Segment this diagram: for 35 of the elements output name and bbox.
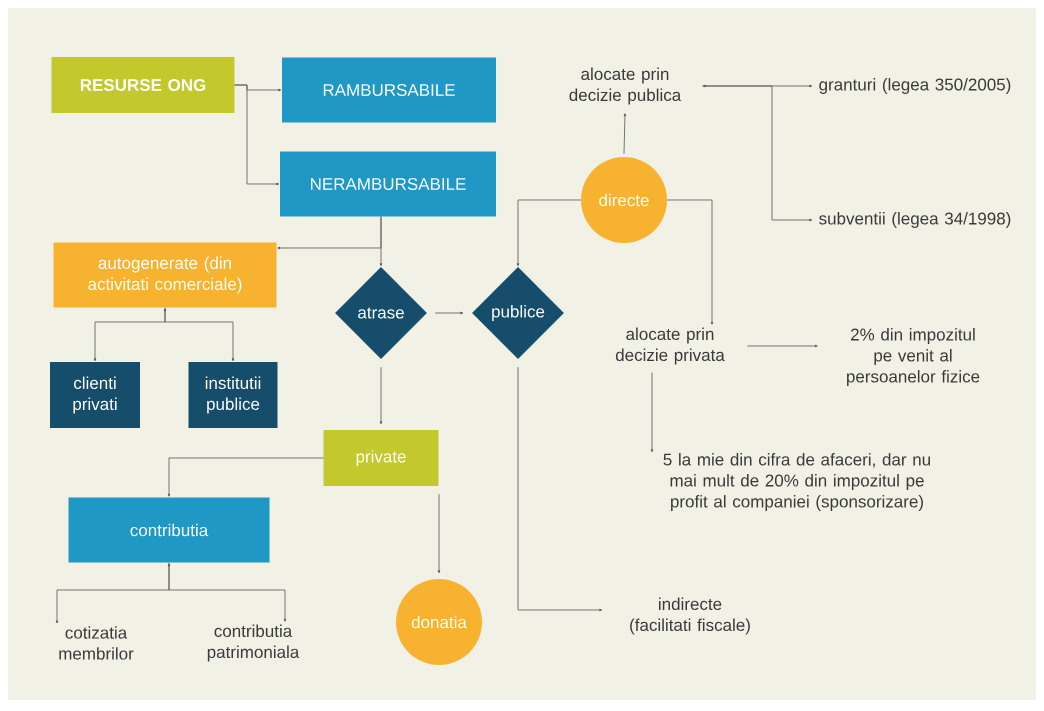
arrow xyxy=(701,85,813,222)
category-box: private xyxy=(323,430,439,486)
category-box: RAMBURSABILE xyxy=(282,57,496,123)
arrow xyxy=(623,113,627,155)
arrow xyxy=(517,366,603,612)
arrow xyxy=(379,216,383,267)
text-label: granturi (legea 350/2005) xyxy=(819,78,1011,94)
arrow xyxy=(379,366,383,425)
arrow xyxy=(650,372,654,453)
text-label: 5 la mie din cifra de afaceri, dar nu mai mult de 20% din impozitul pe profit al companiei (sponsorizare) xyxy=(663,453,930,511)
text-label: 2% din impozitul pe venit al persoanelor fizice xyxy=(847,328,980,386)
arrow xyxy=(164,307,235,362)
title-box: RESURSE ONG xyxy=(51,57,235,113)
arrow xyxy=(516,199,582,267)
category-box: NERAMBURSABILE xyxy=(280,151,496,217)
arrow xyxy=(746,344,818,348)
text-label: alocate prin decizie publica xyxy=(569,67,682,105)
arrow xyxy=(666,199,714,325)
arrow xyxy=(437,493,441,574)
text-label: alocate prin decizie privata xyxy=(615,327,725,365)
text-label: cotizatia membrilor xyxy=(59,626,134,660)
category-box: contributia xyxy=(68,497,270,563)
arrow xyxy=(434,311,464,315)
text-label: subventii (legea 34/1998) xyxy=(819,212,1011,228)
arrow xyxy=(55,563,171,624)
arrow xyxy=(702,84,813,88)
arrow xyxy=(168,562,287,622)
category-box: autogenerate (din activitati comerciale) xyxy=(53,242,277,308)
arrow xyxy=(93,308,167,362)
category-box: institutii publice xyxy=(188,362,278,428)
arrow xyxy=(234,84,280,186)
category-box: clienti privati xyxy=(50,362,140,428)
arrow xyxy=(167,457,324,497)
text-label: indirecte (facilitati fiscale) xyxy=(630,597,750,635)
text-label: contributia patrimoniala xyxy=(207,624,300,662)
